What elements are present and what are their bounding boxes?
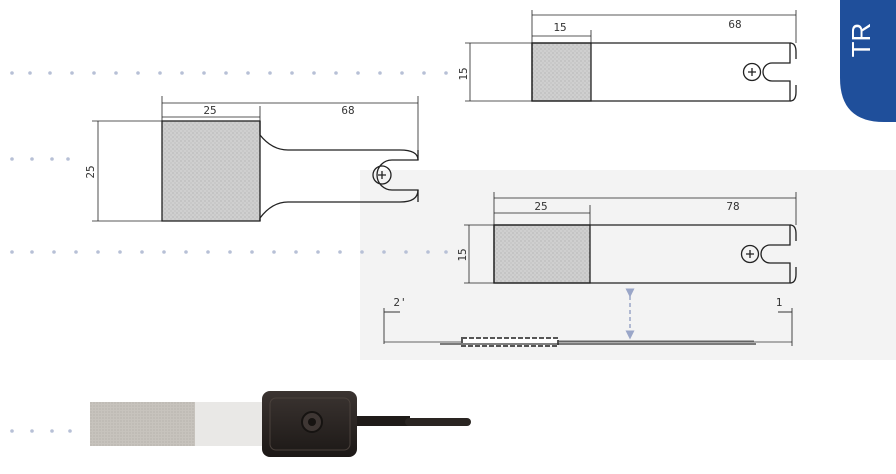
dim-total-length: 78 — [726, 200, 739, 213]
photo-sensor-strip — [195, 402, 275, 446]
dim-height: 25 — [84, 165, 97, 178]
sensor-outline — [259, 121, 419, 221]
brand-tab: TR — [840, 0, 896, 122]
guide-row-4 — [10, 429, 72, 433]
guide-row-3 — [10, 250, 448, 254]
mount-hole — [740, 244, 760, 264]
tip-lower — [789, 85, 797, 102]
mount-cross — [748, 68, 756, 76]
dim-total-length: 68 — [341, 104, 354, 117]
dim-pad-width: 15 — [553, 21, 566, 34]
mount-cross — [746, 250, 754, 258]
brand-tab-text: TR — [846, 23, 876, 58]
drawing-backdrop — [360, 170, 896, 360]
mount-hole — [372, 165, 392, 185]
sensor-outline — [531, 42, 791, 102]
sensor-pad — [161, 120, 261, 222]
guide-row-2 — [10, 157, 70, 161]
sensor-photo — [90, 391, 471, 457]
tip-lower — [789, 267, 797, 284]
side-view — [383, 308, 793, 347]
sensor-pad — [493, 224, 591, 284]
dotted-guides — [10, 71, 448, 433]
sensor-pad — [531, 42, 592, 102]
side-label-left: 2' — [393, 296, 406, 309]
photo-sensor-pad — [90, 402, 195, 446]
mount-cross — [378, 171, 386, 179]
tip-upper — [789, 224, 797, 241]
dim-total-length: 68 — [728, 18, 741, 31]
side-label-right: 1 — [776, 296, 783, 309]
dim-height: 15 — [457, 67, 470, 80]
drawing-small-15x68 — [465, 10, 797, 102]
dim-pad-width: 25 — [534, 200, 547, 213]
drawing-necked-25x68 — [92, 96, 419, 222]
drawing-long-25x78 — [464, 192, 797, 284]
guide-row-1 — [10, 71, 448, 75]
mount-hole — [742, 62, 762, 82]
dim-height: 15 — [456, 248, 469, 261]
dim-pad-width: 25 — [203, 104, 216, 117]
tip-upper — [789, 42, 797, 59]
sensor-outline — [493, 224, 791, 284]
